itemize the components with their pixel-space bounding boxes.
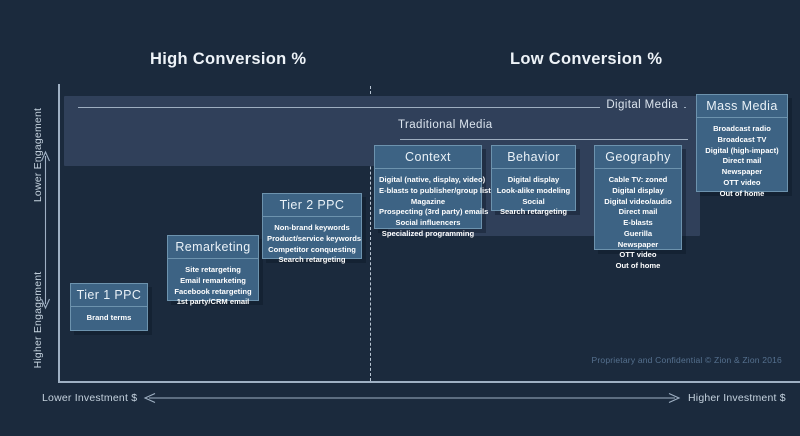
card-item: Out of home	[719, 188, 765, 198]
card-item: Guerilla	[623, 228, 653, 238]
card-item: Facebook retargeting	[174, 286, 252, 296]
card-item: Look-alike modeling	[496, 185, 571, 195]
card-item: Product/service keywords	[267, 233, 362, 243]
traditional-media-label: Traditional Media	[398, 119, 499, 131]
card-title: Context	[375, 146, 481, 169]
card-title: Tier 2 PPC	[263, 194, 361, 217]
card-item: 1st party/CRM email	[176, 297, 250, 307]
card-item: E-blasts to publisher/group lists	[379, 185, 496, 195]
digital-media-label: Digital Media	[600, 99, 684, 111]
card-items: Brand terms	[71, 307, 147, 330]
card-item: Competitor conquesting	[268, 244, 356, 254]
conversion-divider-line	[370, 86, 371, 381]
vertical-double-arrow-icon	[40, 150, 51, 310]
card-item: Email remarketing	[180, 275, 246, 285]
card-item: OTT video	[619, 250, 657, 260]
copyright-footer: Proprietary and Confidential © Zion & Zi…	[591, 355, 782, 365]
card-title: Behavior	[492, 146, 575, 169]
y-axis-line	[58, 84, 60, 382]
low-conversion-heading: Low Conversion %	[510, 50, 663, 68]
card-item: Search retargeting	[278, 255, 346, 265]
card-item: Cable TV: zoned	[608, 175, 668, 184]
card-item: Non-brand keywords	[274, 223, 350, 232]
card-items: Digital (native, display, video)E-blasts…	[375, 169, 496, 246]
card-item: Digital display	[507, 175, 560, 184]
card-context[interactable]: Context Digital (native, display, video)…	[374, 145, 495, 238]
card-item: Digital (high-impact)	[705, 145, 779, 155]
card-item: OTT video	[723, 177, 761, 187]
horizontal-double-arrow-icon	[143, 392, 681, 404]
card-item: Site retargeting	[185, 265, 241, 274]
high-conversion-heading: High Conversion %	[150, 50, 307, 68]
card-item: Newspaper	[617, 239, 659, 249]
card-item: Direct mail	[722, 156, 762, 166]
card-title: Remarketing	[168, 236, 258, 259]
card-item: Social	[522, 196, 545, 206]
card-item: E-blasts	[623, 218, 653, 228]
card-item: Magazine	[410, 196, 446, 206]
digital-media-rule	[78, 107, 686, 109]
x-axis-line	[58, 381, 800, 383]
card-item: Digital display	[612, 185, 664, 195]
card-title: Tier 1 PPC	[71, 284, 147, 307]
card-item: Broadcast radio	[713, 124, 771, 133]
x-axis-right-label: Higher Investment $	[688, 392, 786, 404]
card-item: Brand terms	[86, 313, 132, 322]
card-item: Prospecting (3rd party) emails	[379, 207, 489, 217]
card-item: Digital (native, display, video)	[379, 175, 486, 184]
y-axis-lower-label: Higher Engagement	[32, 271, 44, 369]
card-item: Digital video/audio	[604, 196, 672, 206]
traditional-media-rule	[400, 139, 688, 141]
card-item: Direct mail	[618, 207, 658, 217]
card-item: Out of home	[615, 261, 661, 271]
card-item: Specialized programming	[381, 228, 475, 238]
y-axis-upper-label: Lower Engagement	[32, 107, 44, 203]
card-item: Social influencers	[395, 218, 461, 228]
card-item: Newspaper	[721, 167, 763, 177]
card-title: Geography	[595, 146, 681, 169]
x-axis-left-label: Lower Investment $	[42, 392, 138, 404]
card-title: Mass Media	[697, 95, 787, 118]
card-item: Broadcast TV	[717, 134, 767, 144]
card-item: Search retargeting	[499, 207, 568, 217]
card-tier-1-ppc[interactable]: Tier 1 PPC Brand terms	[70, 283, 148, 331]
